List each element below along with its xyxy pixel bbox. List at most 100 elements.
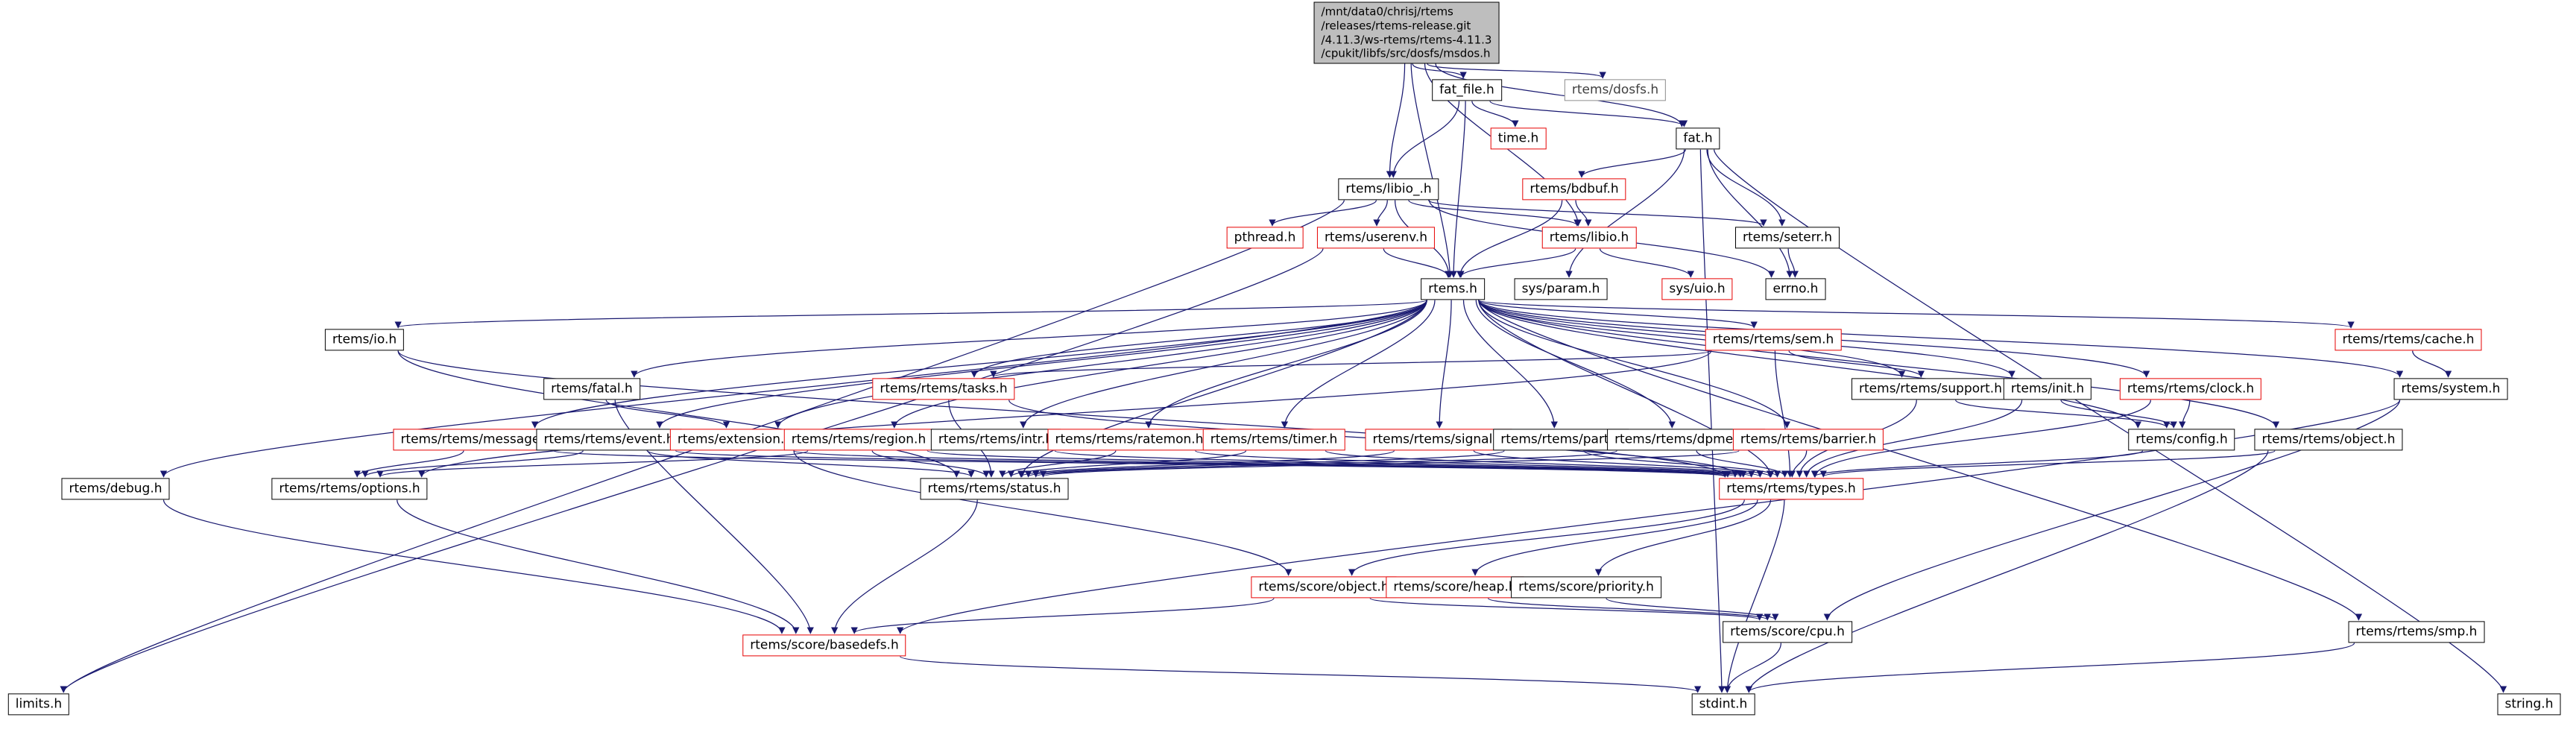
- graph-node-ratemon[interactable]: rtems/rtems/ratemon.h: [1047, 429, 1211, 451]
- include-edge-sobject-to-cpu: [1369, 598, 1764, 621]
- include-edge-bdbuf-to-rtems: [1456, 200, 1563, 278]
- include-edge-init-to-config: [2060, 400, 2177, 429]
- include-edge-region-to-options: [376, 450, 809, 478]
- include-edge-fat_file-to-rtems: [1450, 101, 1466, 278]
- graph-node-fatal[interactable]: rtems/fatal.h: [543, 378, 640, 400]
- graph-node-types[interactable]: rtems/rtems/types.h: [1719, 478, 1863, 500]
- graph-node-sem[interactable]: rtems/rtems/sem.h: [1705, 329, 1842, 351]
- graph-node-extension[interactable]: rtems/extension.h: [669, 429, 801, 451]
- graph-node-region[interactable]: rtems/rtems/region.h: [783, 429, 934, 451]
- graph-node-seterr[interactable]: rtems/seterr.h: [1735, 227, 1840, 249]
- graph-node-errno[interactable]: errno.h: [1765, 278, 1826, 300]
- graph-node-limits[interactable]: limits.h: [7, 693, 70, 716]
- graph-node-clock[interactable]: rtems/rtems/clock.h: [2119, 378, 2262, 400]
- include-edge-cpu-to-stdint: [1723, 643, 1782, 693]
- graph-node-robject[interactable]: rtems/rtems/object.h: [2254, 429, 2403, 451]
- graph-node-barrier[interactable]: rtems/rtems/barrier.h: [1732, 429, 1884, 451]
- include-edge-libio-to-rtems: [1457, 248, 1576, 278]
- graph-node-init[interactable]: rtems/init.h: [2003, 378, 2092, 400]
- include-edge-message-to-options: [353, 450, 464, 478]
- graph-node-bdbuf[interactable]: rtems/bdbuf.h: [1522, 178, 1626, 201]
- include-edge-options-to-basedefs: [397, 499, 800, 634]
- graph-node-pthread[interactable]: pthread.h: [1226, 227, 1304, 249]
- include-edge-rtems-to-event: [656, 300, 1427, 429]
- include-edge-main-to-dosfs: [1427, 63, 1606, 79]
- include-edge-main-to-fat_file: [1412, 63, 1467, 79]
- include-edge-types-to-heap: [1471, 499, 1758, 576]
- include-edge-libio-to-sysuio: [1599, 248, 1694, 278]
- graph-node-debug[interactable]: rtems/debug.h: [61, 478, 170, 500]
- graph-node-time[interactable]: time.h: [1490, 127, 1547, 150]
- include-edge-barrier-to-types: [1788, 450, 1808, 478]
- include-edge-libio_-to-pthread: [1269, 200, 1377, 227]
- graph-node-stdint[interactable]: stdint.h: [1691, 693, 1755, 716]
- graph-node-cpu[interactable]: rtems/score/cpu.h: [1723, 621, 1852, 643]
- graph-node-tasks[interactable]: rtems/rtems/tasks.h: [872, 378, 1015, 400]
- graph-node-io[interactable]: rtems/io.h: [324, 329, 405, 351]
- graph-node-sysuio[interactable]: sys/uio.h: [1661, 278, 1733, 300]
- include-edge-rtems-to-fatal: [631, 300, 1427, 378]
- include-edge-main-to-fat: [1435, 63, 1685, 127]
- graph-node-libio_[interactable]: rtems/libio_.h: [1338, 178, 1439, 201]
- include-edge-fatal-to-basedefs: [614, 400, 814, 634]
- include-edge-rtems-to-part: [1462, 300, 1558, 429]
- include-edge-ratemon-to-status: [999, 450, 1117, 478]
- graph-node-sobject[interactable]: rtems/score/object.h: [1251, 576, 1397, 599]
- include-edge-support-to-config: [1955, 400, 2171, 429]
- include-edge-config-to-types: [1811, 450, 2144, 478]
- include-edge-sem-to-types: [1774, 350, 1794, 478]
- graph-node-sysparam[interactable]: sys/param.h: [1514, 278, 1608, 300]
- graph-node-fat[interactable]: fat.h: [1676, 127, 1720, 150]
- graph-node-libio[interactable]: rtems/libio.h: [1541, 227, 1637, 249]
- include-edge-rtems-to-debug: [160, 300, 1427, 478]
- include-edge-sobject-to-basedefs: [850, 598, 1275, 634]
- graph-node-message[interactable]: rtems/rtems/message.h: [393, 429, 560, 451]
- graph-node-status[interactable]: rtems/rtems/status.h: [920, 478, 1069, 500]
- graph-node-priority[interactable]: rtems/score/priority.h: [1511, 576, 1661, 599]
- graph-node-basedefs[interactable]: rtems/score/basedefs.h: [742, 634, 906, 657]
- include-edge-rtems-to-smp: [1478, 300, 2362, 621]
- graph-node-options[interactable]: rtems/rtems/options.h: [271, 478, 428, 500]
- include-edge-rtems-to-extension: [774, 300, 1427, 429]
- include-edge-rtems-to-dpmem: [1475, 300, 1676, 429]
- graph-node-string[interactable]: string.h: [2497, 693, 2561, 716]
- include-edge-libio_-to-libio: [1408, 200, 1581, 227]
- graph-node-fat_file[interactable]: fat_file.h: [1432, 79, 1502, 101]
- graph-node-userenv[interactable]: rtems/userenv.h: [1316, 227, 1436, 249]
- graph-node-signal[interactable]: rtems/rtems/signal.h: [1365, 429, 1512, 451]
- include-edge-rtems-to-io: [395, 300, 1427, 329]
- graph-node-smp[interactable]: rtems/rtems/smp.h: [2348, 621, 2485, 643]
- include-edge-userenv-to-limits: [60, 248, 1324, 693]
- include-edge-signal-to-types: [1473, 450, 1774, 478]
- include-edge-event-to-status: [647, 450, 975, 478]
- include-edge-ratemon-to-types: [1195, 450, 1755, 478]
- include-edge-userenv-to-rtems: [1383, 248, 1452, 278]
- graph-node-system[interactable]: rtems/system.h: [2393, 378, 2508, 400]
- include-edge-rtems-to-barrier: [1478, 300, 1791, 429]
- include-edge-fat-to-seterr: [1706, 149, 1786, 227]
- include-edge-libio_-to-seterr: [1427, 200, 1767, 227]
- include-edge-fat-to-stdint: [1699, 149, 1726, 693]
- graph-node-config[interactable]: rtems/config.h: [2128, 429, 2235, 451]
- graph-node-part[interactable]: rtems/rtems/part.h: [1493, 429, 1629, 451]
- graph-node-intr[interactable]: rtems/rtems/intr.h: [930, 429, 1061, 451]
- graph-node-event[interactable]: rtems/rtems/event.h: [536, 429, 682, 451]
- include-edge-dpmem-to-status: [1032, 450, 1617, 478]
- graph-node-cache[interactable]: rtems/rtems/cache.h: [2334, 329, 2482, 351]
- graph-node-heap[interactable]: rtems/score/heap.h: [1386, 576, 1524, 599]
- graph-node-timer[interactable]: rtems/rtems/timer.h: [1202, 429, 1345, 451]
- include-edge-system-to-cpu: [1823, 400, 2401, 621]
- graph-node-rtems[interactable]: rtems.h: [1421, 278, 1485, 300]
- include-edge-fat-to-bdbuf: [1578, 149, 1687, 178]
- include-edge-rtems-to-cache: [1478, 300, 2355, 329]
- include-edge-rtems-to-config: [1478, 300, 2141, 429]
- graph-node-support[interactable]: rtems/rtems/support.h: [1852, 378, 2010, 400]
- include-edge-clock-to-types: [1811, 400, 2152, 478]
- include-edge-rtems-to-message: [531, 300, 1427, 429]
- include-edge-debug-to-basedefs: [162, 499, 786, 634]
- include-edge-fat-to-sysparam: [1565, 149, 1685, 278]
- include-edge-sem-to-support: [1788, 350, 1925, 378]
- include-edge-cache-to-system: [2412, 350, 2452, 378]
- include-edge-rtems-to-sem: [1478, 300, 1758, 329]
- include-edge-types-to-priority: [1594, 499, 1772, 576]
